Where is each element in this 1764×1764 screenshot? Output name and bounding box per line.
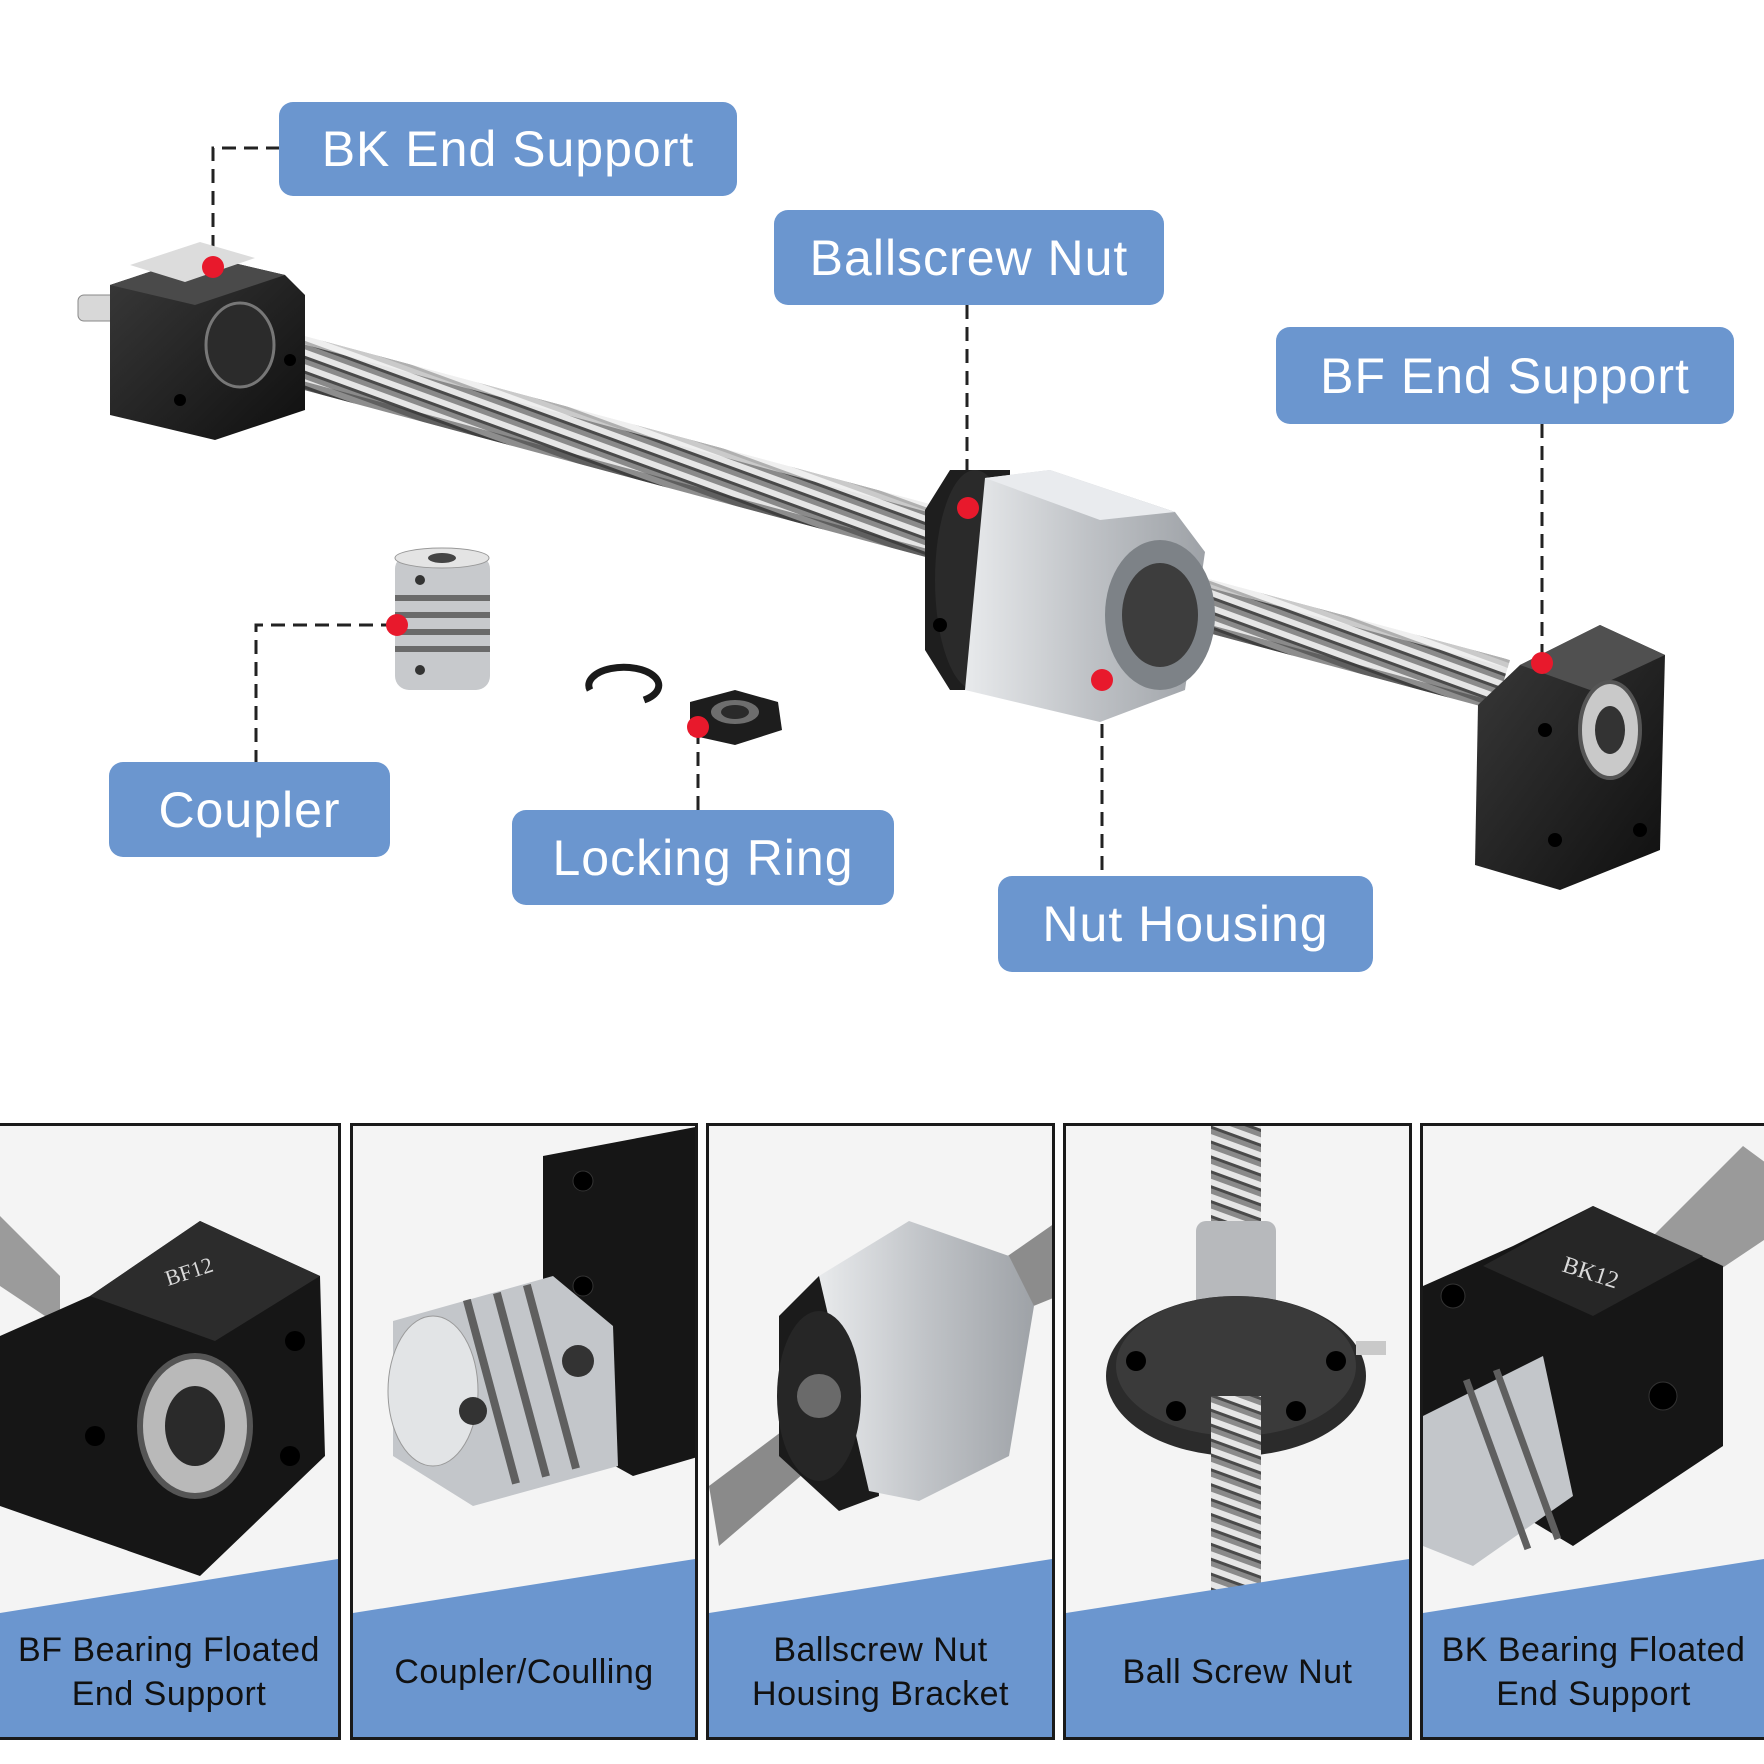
- leader-coupler: [254, 623, 395, 762]
- callout-bk-end-support: BK End Support: [279, 102, 737, 196]
- callout-label: BK End Support: [321, 121, 695, 177]
- leader-bk-end-support: [211, 146, 280, 265]
- ballscrew-assembly-illustration: [77, 146, 1665, 890]
- callout-label: Ballscrew Nut: [809, 229, 1129, 286]
- marker-locking-ring: [687, 716, 709, 738]
- bf-end-support-block: [1475, 625, 1665, 890]
- detail-panel-coupler: Coupler/Coulling: [350, 1123, 698, 1740]
- coupler-part: [394, 547, 490, 690]
- callout-label: BF End Support: [1320, 347, 1690, 404]
- callout-coupler: Coupler: [109, 762, 390, 857]
- ballscrew-nut-and-housing: [925, 470, 1215, 722]
- marker-coupler: [386, 614, 408, 636]
- ball-screw-nut-photo: [1066, 1126, 1409, 1737]
- callout-label: Nut Housing: [1042, 896, 1329, 952]
- bk-end-support-block: [77, 242, 305, 440]
- marker-bk-end-support: [202, 256, 224, 278]
- panel-caption: Ball Screw Nut: [1122, 1653, 1353, 1691]
- callout-bf-end-support: BF End Support: [1276, 327, 1734, 424]
- marker-ballscrew-nut: [957, 497, 979, 519]
- coupler-photo: [353, 1127, 695, 1737]
- detail-panel-ball-screw-nut: Ball Screw Nut: [1063, 1123, 1412, 1740]
- bf-support-photo: BF12: [0, 1216, 338, 1737]
- marker-dots: [202, 256, 1553, 738]
- bk-support-photo: BK12: [1423, 1146, 1764, 1737]
- callout-label: Coupler: [158, 781, 341, 838]
- callout-nut-housing: Nut Housing: [998, 876, 1373, 972]
- nut-housing-photo: [709, 1221, 1052, 1737]
- panel-caption: Coupler/Coulling: [394, 1653, 654, 1691]
- locking-ring-part: [690, 690, 782, 745]
- marker-bf-end-support: [1531, 652, 1553, 674]
- callout-label: Locking Ring: [552, 829, 854, 886]
- callout-ballscrew-nut: Ballscrew Nut: [774, 210, 1164, 305]
- marker-nut-housing: [1091, 669, 1113, 691]
- callout-locking-ring: Locking Ring: [512, 810, 894, 905]
- circlip-part: [585, 663, 663, 704]
